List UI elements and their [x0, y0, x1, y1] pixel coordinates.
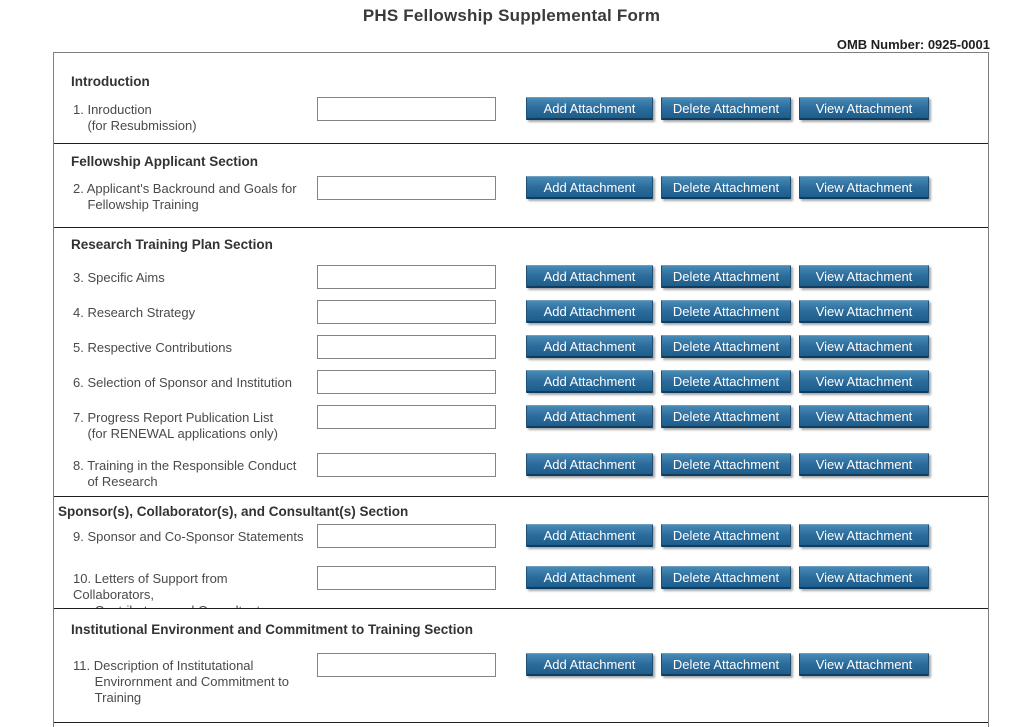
section-heading: Institutional Environment and Commitment…	[71, 622, 474, 637]
attachment-filename-input[interactable]	[317, 265, 496, 289]
form-row-10: 10. Letters of Support from Collaborator…	[54, 566, 988, 608]
attachment-filename-input[interactable]	[317, 370, 496, 394]
delete-attachment-button[interactable]: Delete Attachment	[661, 335, 791, 358]
add-attachment-button[interactable]: Add Attachment	[526, 300, 653, 323]
field-label: 8. Training in the Responsible Conduct o…	[73, 458, 297, 489]
section-research-training-plan: Research Training Plan Section 3. Specif…	[54, 228, 988, 497]
view-attachment-button[interactable]: View Attachment	[799, 566, 929, 589]
delete-attachment-button[interactable]: Delete Attachment	[661, 524, 791, 547]
delete-attachment-button[interactable]: Delete Attachment	[661, 300, 791, 323]
form-row-2: 2. Applicant's Backround and Goals for F…	[54, 176, 988, 213]
omb-number: OMB Number: 0925-0001	[836, 37, 990, 52]
section-heading: Research Training Plan Section	[71, 237, 273, 252]
field-label: 5. Respective Contributions	[73, 340, 232, 355]
attachment-filename-input[interactable]	[317, 97, 496, 121]
attachment-buttons: Add Attachment Delete Attachment View At…	[526, 265, 937, 288]
attachment-filename-input[interactable]	[317, 653, 496, 677]
section-institutional-environment: Institutional Environment and Commitment…	[54, 609, 988, 723]
field-label: 2. Applicant's Backround and Goals for F…	[73, 181, 297, 212]
form-box: Introduction 1. Inroduction (for Resubmi…	[53, 52, 989, 727]
add-attachment-button[interactable]: Add Attachment	[526, 405, 653, 428]
field-label: 10. Letters of Support from Collaborator…	[73, 571, 267, 608]
page-title: PHS Fellowship Supplemental Form	[362, 6, 661, 25]
add-attachment-button[interactable]: Add Attachment	[526, 97, 653, 120]
view-attachment-button[interactable]: View Attachment	[799, 300, 929, 323]
attachment-buttons: Add Attachment Delete Attachment View At…	[526, 176, 937, 199]
attachment-filename-input[interactable]	[317, 176, 496, 200]
attachment-filename-input[interactable]	[317, 453, 496, 477]
form-row-9: 9. Sponsor and Co-Sponsor Statements Add…	[54, 524, 988, 548]
delete-attachment-button[interactable]: Delete Attachment	[661, 176, 791, 199]
view-attachment-button[interactable]: View Attachment	[799, 176, 929, 199]
delete-attachment-button[interactable]: Delete Attachment	[661, 265, 791, 288]
form-row-4: 4. Research Strategy Add Attachment Dele…	[54, 300, 988, 324]
attachment-filename-input[interactable]	[317, 566, 496, 590]
add-attachment-button[interactable]: Add Attachment	[526, 335, 653, 358]
view-attachment-button[interactable]: View Attachment	[799, 524, 929, 547]
attachment-buttons: Add Attachment Delete Attachment View At…	[526, 335, 937, 358]
view-attachment-button[interactable]: View Attachment	[799, 97, 929, 120]
form-row-5: 5. Respective Contributions Add Attachme…	[54, 335, 988, 359]
delete-attachment-button[interactable]: Delete Attachment	[661, 566, 791, 589]
section-sponsors-collaborators: Sponsor(s), Collaborator(s), and Consult…	[54, 497, 988, 609]
attachment-buttons: Add Attachment Delete Attachment View At…	[526, 453, 937, 476]
section-heading: Introduction	[71, 74, 150, 89]
field-label: 6. Selection of Sponsor and Institution	[73, 375, 292, 390]
section-heading: Fellowship Applicant Section	[71, 154, 259, 169]
view-attachment-button[interactable]: View Attachment	[799, 405, 929, 428]
form-row-11: 11. Description of Institutational Envir…	[54, 653, 988, 706]
view-attachment-button[interactable]: View Attachment	[799, 370, 929, 393]
delete-attachment-button[interactable]: Delete Attachment	[661, 97, 791, 120]
add-attachment-button[interactable]: Add Attachment	[526, 265, 653, 288]
add-attachment-button[interactable]: Add Attachment	[526, 370, 653, 393]
field-label: 11. Description of Institutational Envir…	[73, 658, 290, 705]
attachment-filename-input[interactable]	[317, 300, 496, 324]
add-attachment-button[interactable]: Add Attachment	[526, 453, 653, 476]
add-attachment-button[interactable]: Add Attachment	[526, 566, 653, 589]
form-row-8: 8. Training in the Responsible Conduct o…	[54, 453, 988, 490]
attachment-buttons: Add Attachment Delete Attachment View At…	[526, 653, 937, 676]
section-fellowship-applicant: Fellowship Applicant Section 2. Applican…	[54, 144, 988, 228]
view-attachment-button[interactable]: View Attachment	[799, 653, 929, 676]
attachment-buttons: Add Attachment Delete Attachment View At…	[526, 524, 937, 547]
attachment-buttons: Add Attachment Delete Attachment View At…	[526, 300, 937, 323]
form-row-6: 6. Selection of Sponsor and Institution …	[54, 370, 988, 394]
view-attachment-button[interactable]: View Attachment	[799, 453, 929, 476]
field-label: 3. Specific Aims	[73, 270, 165, 285]
attachment-buttons: Add Attachment Delete Attachment View At…	[526, 370, 937, 393]
add-attachment-button[interactable]: Add Attachment	[526, 176, 653, 199]
field-label: 7. Progress Report Publication List (for…	[73, 410, 278, 441]
field-label: 9. Sponsor and Co-Sponsor Statements	[73, 529, 304, 544]
section-introduction: Introduction 1. Inroduction (for Resubmi…	[54, 53, 988, 144]
form-row-7: 7. Progress Report Publication List (for…	[54, 405, 988, 442]
delete-attachment-button[interactable]: Delete Attachment	[661, 370, 791, 393]
add-attachment-button[interactable]: Add Attachment	[526, 524, 653, 547]
attachment-filename-input[interactable]	[317, 524, 496, 548]
add-attachment-button[interactable]: Add Attachment	[526, 653, 653, 676]
form-row-1: 1. Inroduction (for Resubmission) Add At…	[54, 97, 988, 134]
delete-attachment-button[interactable]: Delete Attachment	[661, 453, 791, 476]
attachment-buttons: Add Attachment Delete Attachment View At…	[526, 97, 937, 120]
view-attachment-button[interactable]: View Attachment	[799, 335, 929, 358]
section-heading: Sponsor(s), Collaborator(s), and Consult…	[58, 504, 409, 519]
delete-attachment-button[interactable]: Delete Attachment	[661, 653, 791, 676]
attachment-buttons: Add Attachment Delete Attachment View At…	[526, 566, 937, 589]
view-attachment-button[interactable]: View Attachment	[799, 265, 929, 288]
attachment-filename-input[interactable]	[317, 405, 496, 429]
attachment-filename-input[interactable]	[317, 335, 496, 359]
field-label: 4. Research Strategy	[73, 305, 196, 320]
field-label: 1. Inroduction (for Resubmission)	[73, 102, 197, 133]
delete-attachment-button[interactable]: Delete Attachment	[661, 405, 791, 428]
attachment-buttons: Add Attachment Delete Attachment View At…	[526, 405, 937, 428]
form-row-3: 3. Specific Aims Add Attachment Delete A…	[54, 265, 988, 289]
